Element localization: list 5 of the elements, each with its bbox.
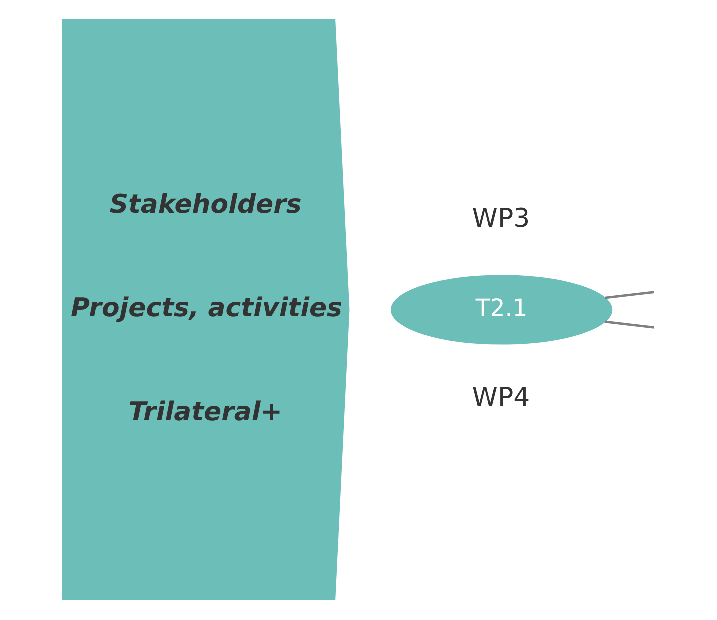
node-ellipse: T2.1: [390, 275, 612, 345]
label: WP3: [472, 204, 530, 234]
connector: [604, 291, 654, 300]
connector: [604, 320, 654, 329]
label: WP4: [472, 383, 530, 414]
